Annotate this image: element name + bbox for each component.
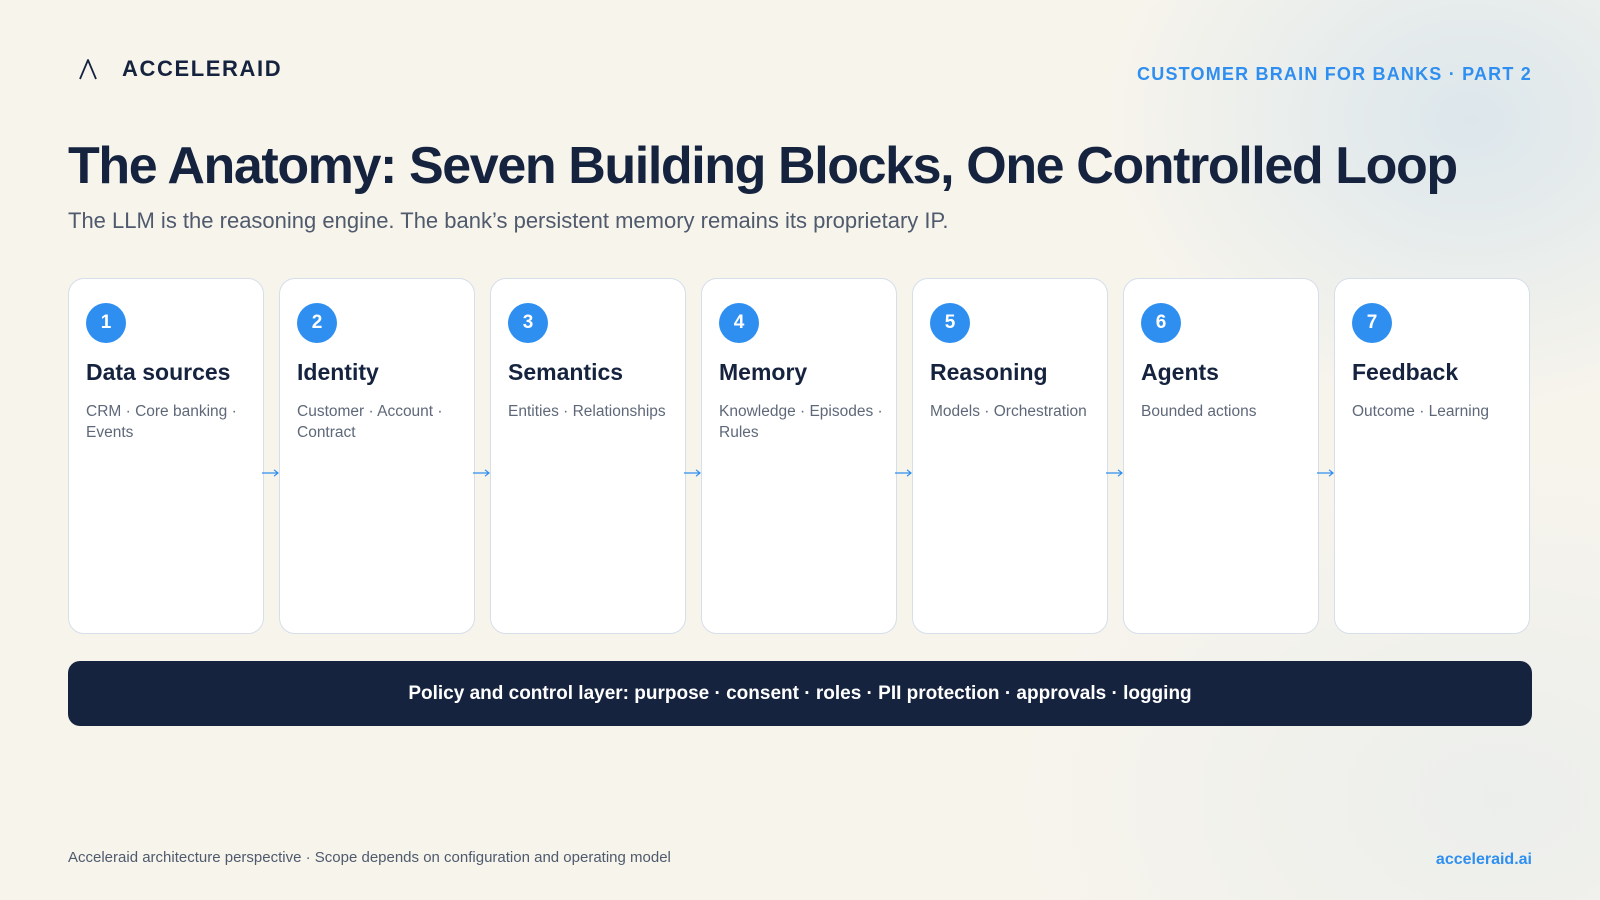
block-title: Data sources bbox=[86, 359, 231, 385]
arrow-right-icon bbox=[895, 469, 912, 477]
block-description: Models · Orchestration bbox=[930, 403, 1087, 420]
building-blocks: 1 Data sources CRM · Core banking · Even… bbox=[68, 278, 1532, 636]
block-number-badge: 6 bbox=[1141, 303, 1181, 343]
block-description: Knowledge · Episodes · Rules bbox=[719, 403, 883, 441]
arrow-right-icon bbox=[1317, 469, 1334, 477]
block-title: Identity bbox=[297, 359, 379, 385]
block-description: Bounded actions bbox=[1141, 403, 1257, 420]
block-data-sources: 1 Data sources CRM · Core banking · Even… bbox=[68, 278, 264, 634]
block-number-badge: 1 bbox=[86, 303, 126, 343]
page-title: The Anatomy: Seven Building Blocks, One … bbox=[68, 137, 1458, 195]
block-number-badge: 4 bbox=[719, 303, 759, 343]
block-description: Entities · Relationships bbox=[508, 403, 666, 420]
block-title: Agents bbox=[1141, 359, 1219, 385]
brand-name: ACCELERAID bbox=[122, 56, 283, 81]
header: ACCELERAID CUSTOMER BRAIN FOR BANKS · PA… bbox=[68, 52, 1532, 92]
block-title: Feedback bbox=[1352, 359, 1459, 385]
arrow-right-icon bbox=[262, 469, 279, 477]
footer-note: Acceleraid architecture perspective · Sc… bbox=[68, 849, 671, 866]
series-label: CUSTOMER BRAIN FOR BANKS · PART 2 bbox=[1137, 64, 1532, 84]
block-number-badge: 7 bbox=[1352, 303, 1392, 343]
block-title: Reasoning bbox=[930, 359, 1048, 385]
block-title: Memory bbox=[719, 359, 808, 385]
block-description: CRM · Core banking · Events bbox=[86, 403, 237, 441]
acceleraid-logo-icon bbox=[79, 59, 97, 80]
arrow-right-icon bbox=[473, 469, 490, 477]
block-title: Semantics bbox=[508, 359, 624, 385]
block-semantics: 3 Semantics Entities · Relationships bbox=[490, 278, 686, 634]
block-number-badge: 3 bbox=[508, 303, 548, 343]
arrow-right-icon bbox=[684, 469, 701, 477]
policy-control-text: Policy and control layer: purpose · cons… bbox=[408, 682, 1192, 704]
block-agents: 6 Agents Bounded actions bbox=[1123, 278, 1319, 634]
brand[interactable]: ACCELERAID bbox=[78, 56, 282, 82]
footer-website-link[interactable]: acceleraid.ai bbox=[1435, 851, 1532, 868]
block-description: Customer · Account · Contract bbox=[297, 403, 443, 441]
page-subtitle: The LLM is the reasoning engine. The ban… bbox=[68, 208, 949, 233]
block-number-badge: 5 bbox=[930, 303, 970, 343]
block-memory: 4 Memory Knowledge · Episodes · Rules bbox=[701, 278, 897, 634]
block-reasoning: 5 Reasoning Models · Orchestration bbox=[912, 278, 1108, 634]
block-number-badge: 2 bbox=[297, 303, 337, 343]
block-identity: 2 Identity Customer · Account · Contract bbox=[279, 278, 475, 634]
block-description: Outcome · Learning bbox=[1352, 403, 1489, 420]
block-feedback: 7 Feedback Outcome · Learning bbox=[1334, 278, 1530, 634]
policy-control-bar: Policy and control layer: purpose · cons… bbox=[68, 661, 1532, 726]
arrow-right-icon bbox=[1106, 469, 1123, 477]
